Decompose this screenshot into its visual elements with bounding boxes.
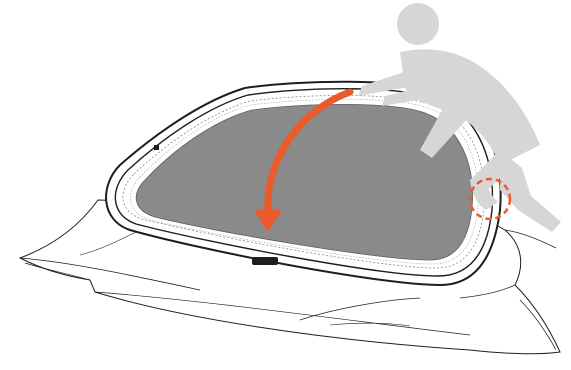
- frame-clip: [154, 145, 159, 150]
- frame-latch: [252, 257, 278, 265]
- person-head: [397, 3, 439, 45]
